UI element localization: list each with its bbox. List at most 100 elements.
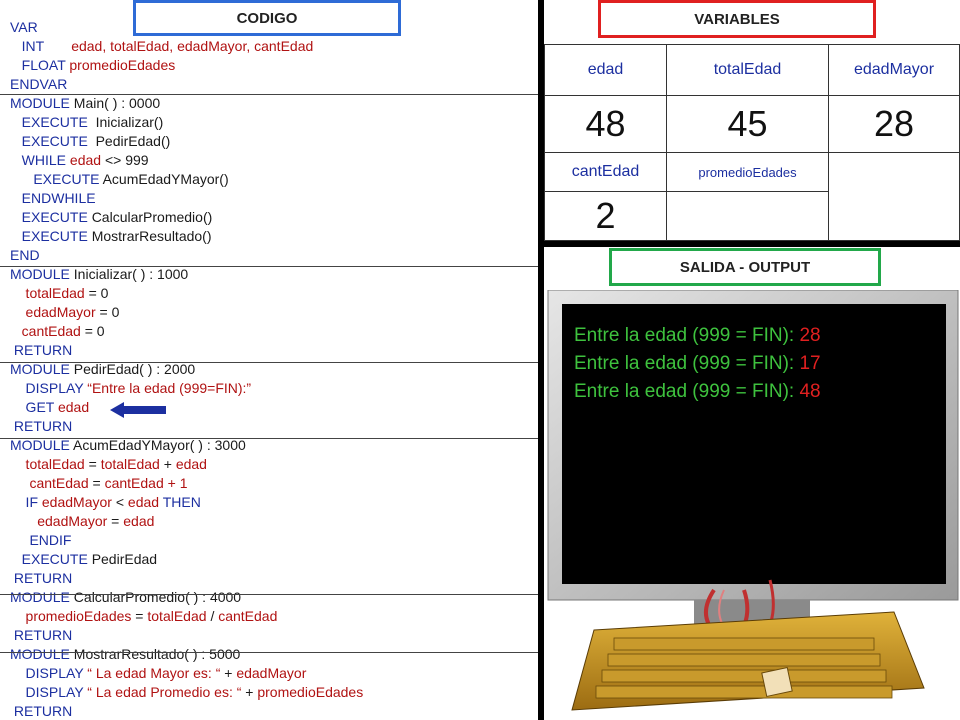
- code-line: DISPLAY “ La edad Promedio es: “ + prome…: [10, 683, 364, 702]
- code-token: MODULE: [10, 361, 74, 377]
- module-separator: [0, 362, 538, 363]
- code-token: MODULE: [10, 646, 74, 662]
- code-token: =: [92, 475, 105, 491]
- code-line: EXECUTE MostrarResultado(): [10, 227, 212, 246]
- code-token: PedirEdad: [91, 551, 158, 567]
- module-separator: [0, 652, 538, 653]
- code-token: promedioEdades: [10, 608, 136, 624]
- code-token: +: [245, 684, 258, 700]
- code-token: AcumEdadYMayor( ) : 3000: [73, 437, 246, 453]
- code-line: END: [10, 246, 40, 265]
- code-token: MostrarResultado( ) : 5000: [73, 646, 241, 662]
- code-token: “ La edad Mayor es: “: [87, 665, 225, 681]
- output-line: Entre la edad (999 = FIN): 17: [574, 350, 821, 378]
- code-token: =: [135, 608, 148, 624]
- output-line: Entre la edad (999 = FIN): 28: [574, 322, 821, 350]
- code-token: cantEdad: [10, 475, 93, 491]
- code-token: RETURN: [10, 418, 73, 434]
- code-token: MODULE: [10, 266, 74, 282]
- code-token: IF: [10, 494, 42, 510]
- output-prompt: Entre la edad (999 = FIN):: [574, 325, 800, 346]
- code-line: EXECUTE Inicializar(): [10, 113, 164, 132]
- code-line: MODULE MostrarResultado( ) : 5000: [10, 645, 240, 664]
- code-token: Main( ) : 0000: [73, 95, 161, 111]
- code-token: ENDVAR: [10, 76, 68, 92]
- code-line: GET edad: [10, 398, 90, 417]
- code-token: THEN: [162, 494, 201, 510]
- var-value-totaledad: 45: [666, 95, 829, 153]
- code-token: RETURN: [10, 570, 73, 586]
- code-token: PedirEdad( ) : 2000: [73, 361, 196, 377]
- code-token: ENDWHILE: [10, 190, 96, 206]
- code-line: ENDVAR: [10, 75, 67, 94]
- var-header-totaledad: totalEdad: [666, 44, 829, 96]
- module-separator: [0, 594, 538, 595]
- code-token: MODULE: [10, 437, 74, 453]
- code-token: edadMayor: [10, 513, 112, 529]
- code-line: VAR: [10, 18, 38, 37]
- code-line: totalEdad = 0: [10, 284, 109, 303]
- code-token: GET: [10, 399, 58, 415]
- code-token: INT: [10, 38, 72, 54]
- output-prompt: Entre la edad (999 = FIN):: [574, 353, 800, 374]
- pane-divider: [538, 0, 544, 720]
- var-header-edad: edad: [544, 44, 667, 96]
- code-token: edad: [127, 494, 163, 510]
- code-token: edadMayor: [10, 304, 100, 320]
- code-token: EXECUTE: [10, 114, 96, 130]
- var-value-edadmayor: 28: [828, 95, 960, 153]
- code-token: totalEdad: [147, 608, 211, 624]
- var-header-promedioedades: promedioEdades: [666, 152, 829, 192]
- code-token: =: [88, 456, 101, 472]
- code-token: RETURN: [10, 703, 73, 719]
- output-line: Entre la edad (999 = FIN): 48: [574, 378, 821, 406]
- code-line: promedioEdades = totalEdad / cantEdad: [10, 607, 278, 626]
- code-token: totalEdad: [10, 285, 89, 301]
- code-title: CODIGO: [133, 0, 401, 36]
- output-entry: 17: [799, 353, 821, 374]
- code-line: IF edadMayor < edad THEN: [10, 493, 201, 512]
- code-token: edad: [175, 456, 207, 472]
- variables-title: VARIABLES: [598, 0, 876, 38]
- var-value-edad: 48: [544, 95, 667, 153]
- module-separator: [0, 266, 538, 267]
- output-entry: 28: [799, 325, 821, 346]
- code-token: +: [224, 665, 237, 681]
- code-line: edadMayor = edad: [10, 512, 154, 531]
- var-value-promedioedades: [666, 191, 829, 241]
- var-value-cantedad: 2: [544, 191, 667, 241]
- code-line: RETURN: [10, 417, 72, 436]
- code-token: FLOAT: [10, 57, 70, 73]
- code-line: WHILE edad <> 999: [10, 151, 149, 170]
- code-token: EXECUTE: [10, 551, 92, 567]
- code-token: DISPLAY: [10, 684, 88, 700]
- output-title: SALIDA - OUTPUT: [609, 248, 881, 286]
- code-token: = 0: [84, 323, 105, 339]
- code-token: MODULE: [10, 589, 74, 605]
- code-line: ENDIF: [10, 531, 71, 550]
- code-token: edad, totalEdad, edadMayor, cantEdad: [71, 38, 314, 54]
- code-line: ENDWHILE: [10, 189, 96, 208]
- code-line: RETURN: [10, 569, 72, 588]
- code-line: edadMayor = 0: [10, 303, 120, 322]
- code-token: RETURN: [10, 342, 73, 358]
- code-token: EXECUTE: [10, 171, 103, 187]
- module-separator: [0, 94, 538, 95]
- var-header-edadmayor: edadMayor: [828, 44, 960, 96]
- code-line: EXECUTE PedirEdad: [10, 550, 157, 569]
- module-separator: [0, 438, 538, 439]
- code-line: MODULE AcumEdadYMayor( ) : 3000: [10, 436, 246, 455]
- code-line: MODULE CalcularPromedio( ) : 4000: [10, 588, 241, 607]
- output-entry: 48: [799, 381, 821, 402]
- code-line: EXECUTE CalcularPromedio(): [10, 208, 213, 227]
- code-token: END: [10, 247, 40, 263]
- code-token: Inicializar(): [95, 114, 164, 130]
- code-token: DISPLAY: [10, 380, 88, 396]
- code-token: MODULE: [10, 95, 74, 111]
- code-token: “Entre la edad (999=FIN):”: [87, 380, 252, 396]
- code-line: MODULE Main( ) : 0000: [10, 94, 160, 113]
- code-pane: VAR INT edad, totalEdad, edadMayor, cant…: [0, 0, 538, 720]
- variables-table: edad totalEdad edadMayor 48 45 28 cantEd…: [544, 44, 960, 241]
- code-token: totalEdad: [10, 456, 89, 472]
- code-token: edad: [69, 152, 105, 168]
